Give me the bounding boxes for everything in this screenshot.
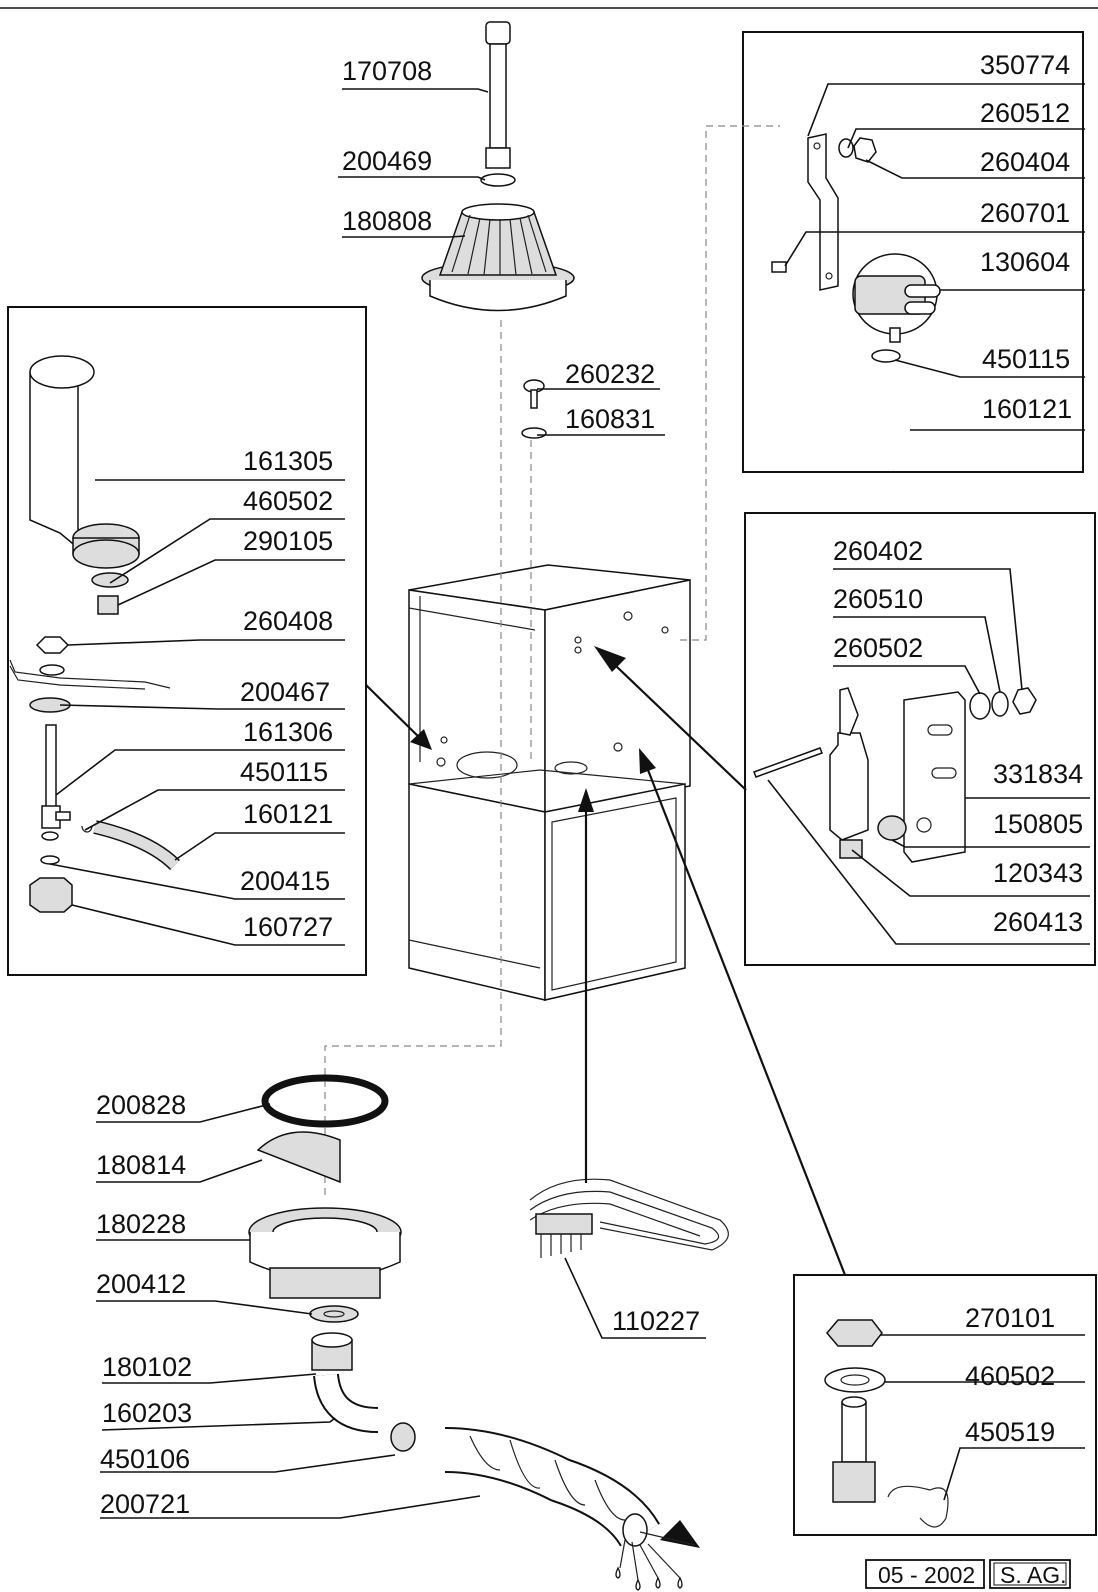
label-260402: 260402 [833, 536, 923, 566]
label-450115-top: 450115 [982, 344, 1070, 374]
label-260512: 260512 [980, 98, 1070, 128]
label-260404: 260404 [980, 147, 1070, 177]
label-450115-left: 450115 [240, 757, 328, 787]
label-270101: 270101 [965, 1303, 1055, 1333]
label-260510: 260510 [833, 584, 923, 614]
panel-pressure-switch [742, 31, 1084, 473]
label-460502-right: 460502 [965, 1361, 1055, 1391]
label-180228: 180228 [96, 1209, 186, 1239]
leaders-pressure [784, 83, 1085, 431]
label-120343: 120343 [993, 858, 1083, 888]
label-200412: 200412 [96, 1269, 186, 1299]
fitting-drawing [824, 1319, 949, 1528]
label-200415: 200415 [240, 866, 330, 896]
leaders-overflow [49, 479, 345, 946]
label-161306: 161306 [243, 717, 333, 747]
assembly-arrows [365, 646, 847, 1276]
leaders-top [338, 88, 665, 436]
label-200721: 200721 [100, 1489, 190, 1519]
label-160831: 160831 [565, 404, 655, 434]
panel-overflow [7, 306, 367, 976]
panel-microswitch [744, 512, 1096, 966]
part-labels: 170708 200469 180808 260232 160831 35077… [96, 50, 1083, 1519]
label-200469: 200469 [342, 146, 432, 176]
label-260232: 260232 [565, 359, 655, 389]
cabinet-drawing [408, 564, 691, 1001]
label-331834: 331834 [993, 759, 1083, 789]
label-290105: 290105 [243, 526, 333, 556]
footer: 05 - 2002 S. AG. [865, 1559, 1071, 1589]
label-110227: 110227 [612, 1306, 700, 1336]
overflow-drawing [9, 355, 180, 913]
label-160203: 160203 [102, 1398, 192, 1428]
label-160121-top: 160121 [982, 394, 1072, 424]
label-450519: 450519 [965, 1417, 1055, 1447]
label-260701: 260701 [980, 198, 1070, 228]
heating-element-drawing [529, 1178, 729, 1258]
leaders-fitting [880, 1334, 1085, 1501]
label-200828: 200828 [96, 1090, 186, 1120]
footer-date: 05 - 2002 [878, 1562, 975, 1588]
label-180814: 180814 [96, 1150, 186, 1180]
label-260408: 260408 [243, 606, 333, 636]
footer-author: S. AG. [1000, 1562, 1066, 1588]
label-180102: 180102 [102, 1352, 192, 1382]
label-161305: 161305 [243, 446, 333, 476]
label-130604: 130604 [980, 247, 1070, 277]
top-parts-drawing [421, 21, 575, 439]
label-180808: 180808 [342, 206, 432, 236]
microswitch-drawing [753, 687, 1037, 863]
label-200467: 200467 [240, 677, 330, 707]
label-160727: 160727 [243, 912, 333, 942]
label-160121-left: 160121 [243, 799, 333, 829]
label-150805: 150805 [993, 809, 1083, 839]
label-260502: 260502 [833, 633, 923, 663]
label-170708: 170708 [342, 56, 432, 86]
label-350774: 350774 [980, 50, 1070, 80]
leaders-microswitch [767, 568, 1090, 945]
panel-fitting [793, 1274, 1097, 1536]
drain-parts-drawing [248, 1074, 700, 1591]
pressure-switch-drawing [771, 133, 941, 471]
label-260413: 260413 [993, 907, 1083, 937]
label-460502-left: 460502 [243, 486, 333, 516]
label-450106: 450106 [100, 1444, 190, 1474]
leader-heater [564, 1257, 706, 1339]
leaders-drain [96, 1103, 481, 1519]
